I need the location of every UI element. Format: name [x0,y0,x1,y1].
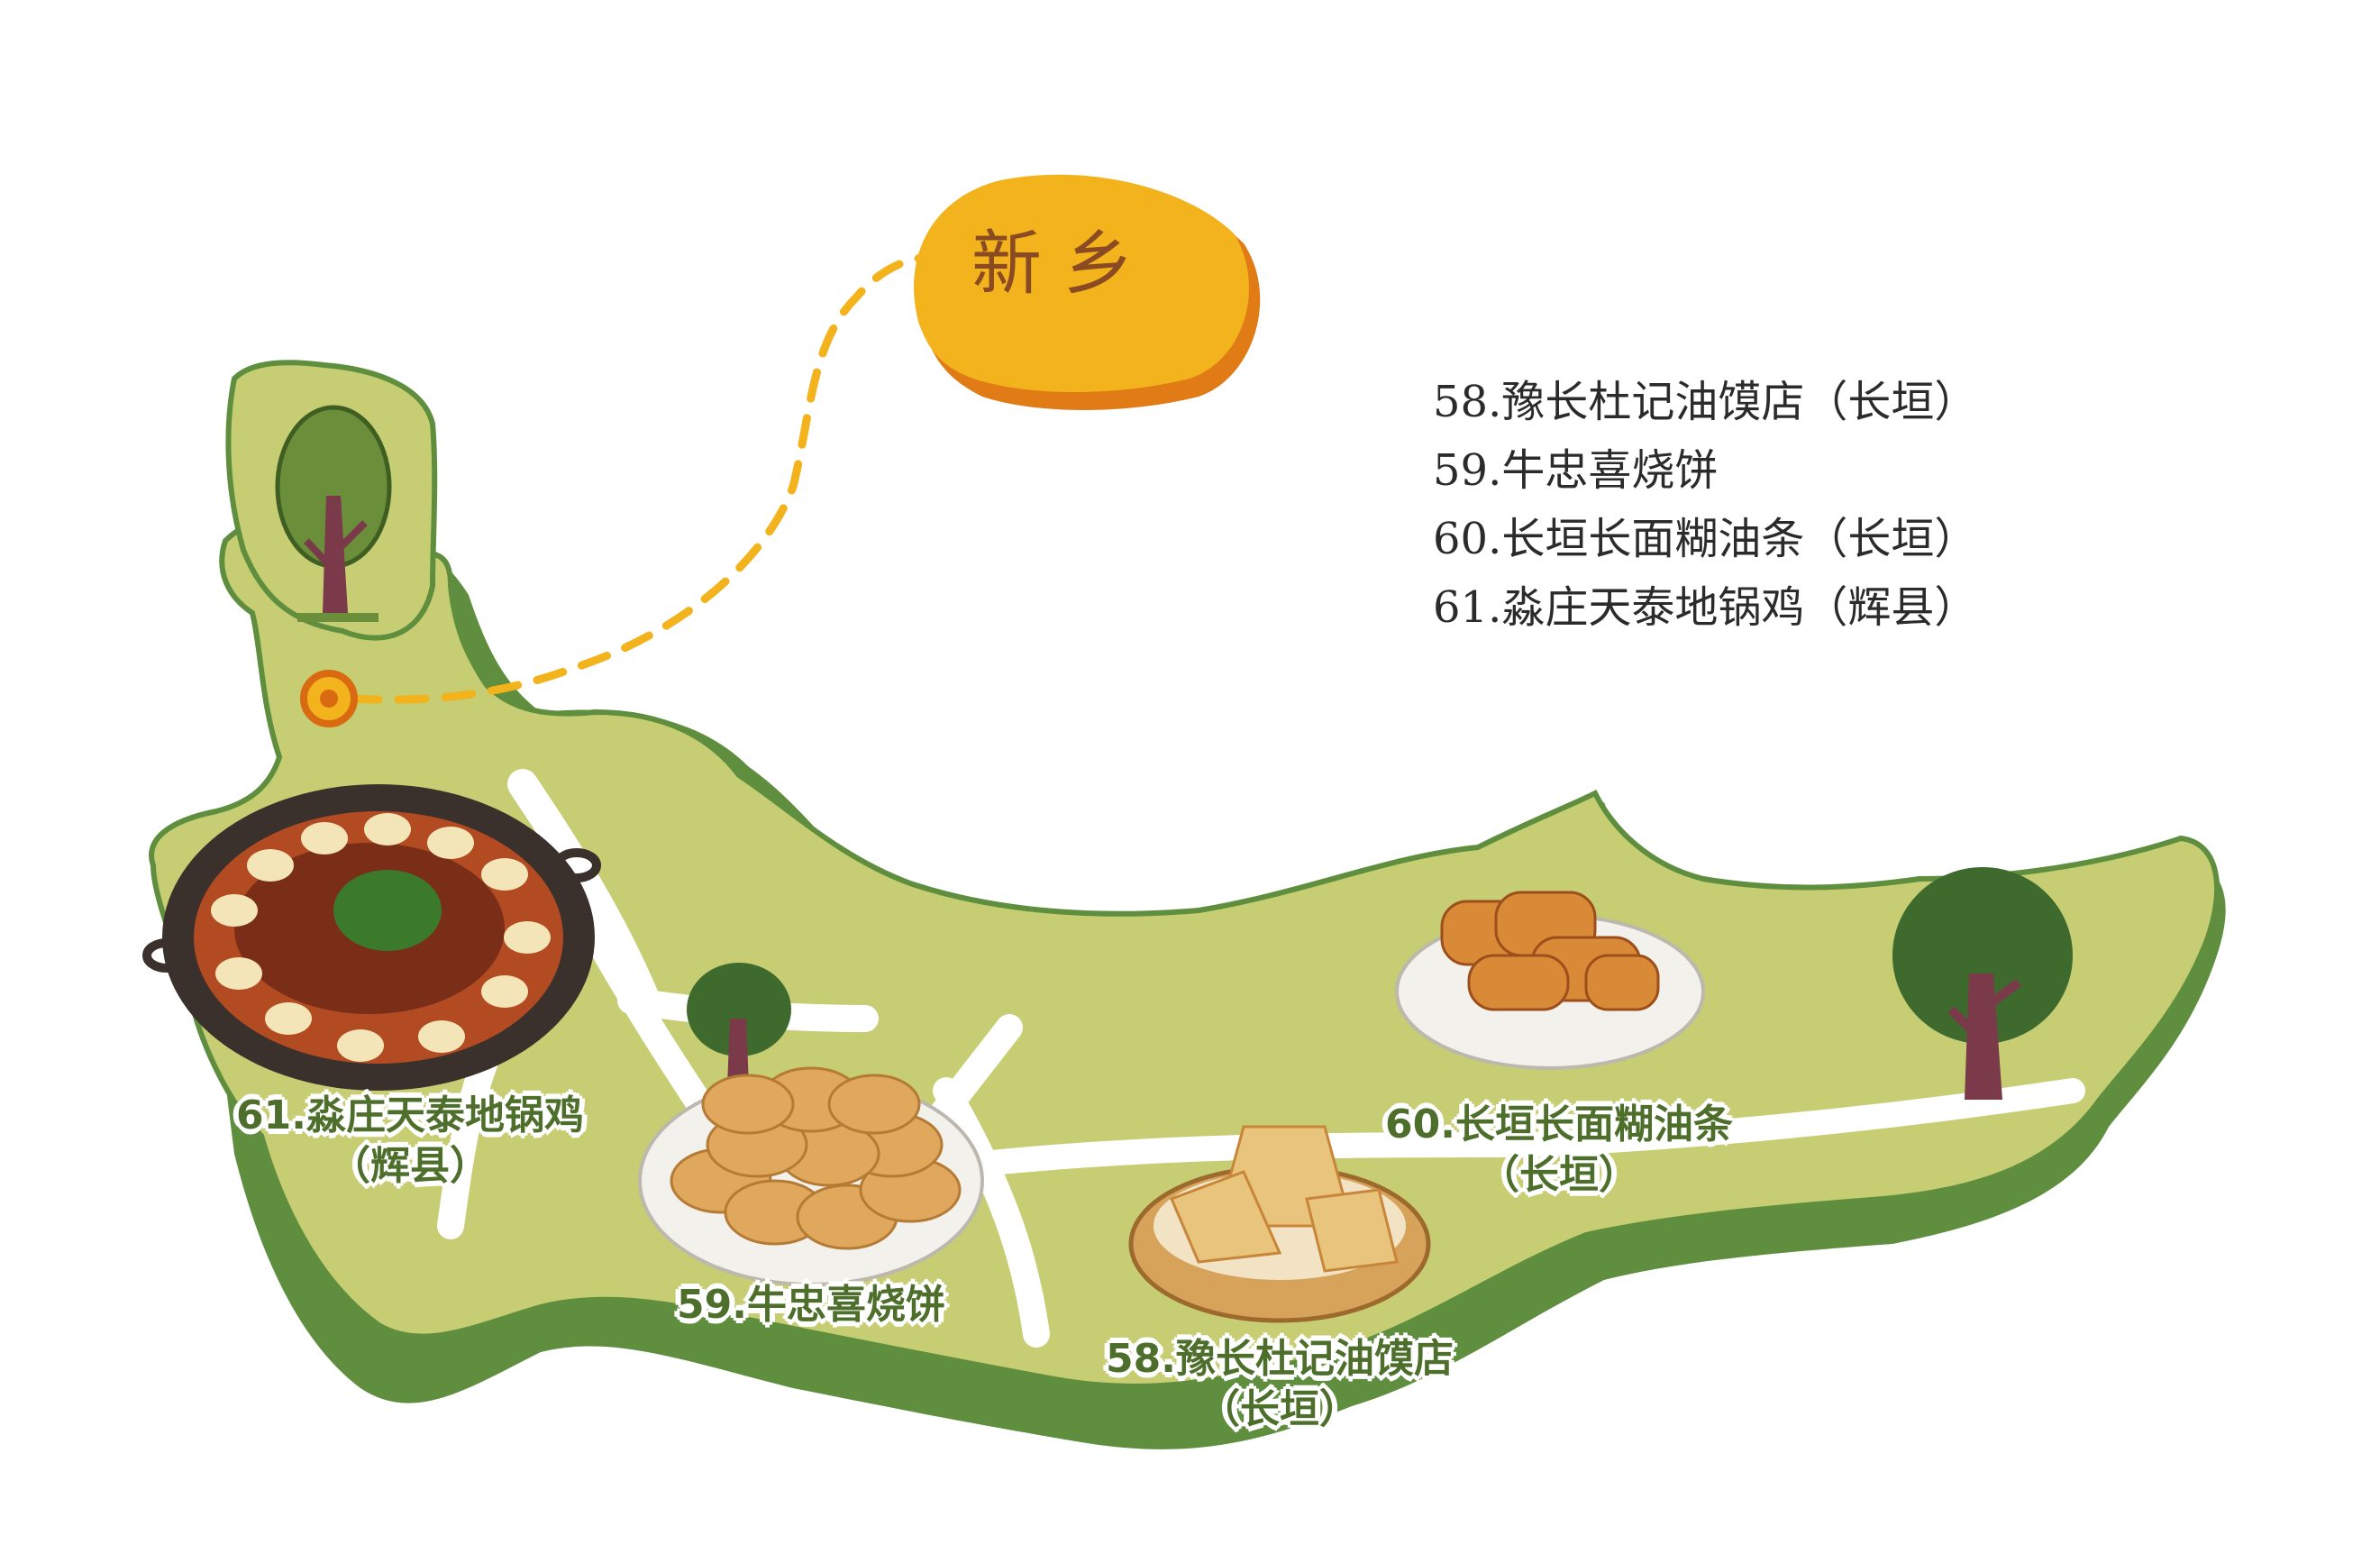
city-badge [914,174,1249,392]
sesame-flatbread-plate[interactable] [638,1066,984,1286]
map-label-58[interactable]: 58.豫长杜记油馍店 （长垣） [1081,1334,1478,1435]
dashed-route [347,252,942,704]
legend-item-60[interactable]: 60.长垣长面糊油条（长垣） [1433,514,1978,564]
city-name-badge-label: 新乡 [971,224,1155,305]
map-label-60-name: 60.长垣长面糊油条 [1385,1102,1733,1147]
map-label-60[interactable]: 60.长垣长面糊油条 （长垣） [1361,1100,1757,1201]
iron-pot-chicken[interactable] [142,784,601,1091]
map-label-59[interactable]: 59.牛忠喜烧饼 [658,1280,964,1330]
tree-icon [1892,867,2073,1100]
map-label-61[interactable]: 61.淼庄天泰地锅鸡 （辉县） [207,1091,613,1192]
map-label-60-district: （长垣） [1480,1152,1638,1198]
fried-dough-plate[interactable] [1395,891,1705,1070]
map-label-59-name: 59.牛忠喜烧饼 [677,1282,945,1328]
map-label-61-name: 61.淼庄天泰地锅鸡 [236,1092,584,1138]
oil-pancake-basket[interactable] [1128,1125,1431,1323]
tree-icon [275,405,392,622]
legend-item-61[interactable]: 61.淼庄天泰地锅鸡（辉县） [1433,582,1978,633]
map-label-58-name: 58.豫长杜记油馍店 [1106,1336,1454,1382]
legend-item-58[interactable]: 58.豫长杜记油馍店（长垣） [1433,377,1978,427]
dish-legend: 58.豫长杜记油馍店（长垣） 59.牛忠喜烧饼 60.长垣长面糊油条（长垣） 6… [1433,368,2064,642]
legend-item-59[interactable]: 59.牛忠喜烧饼 [1433,445,1719,496]
map-label-58-district: （长垣） [1200,1386,1359,1432]
map-label-61-district: （辉县） [331,1143,489,1189]
location-pin-icon[interactable] [300,670,358,727]
